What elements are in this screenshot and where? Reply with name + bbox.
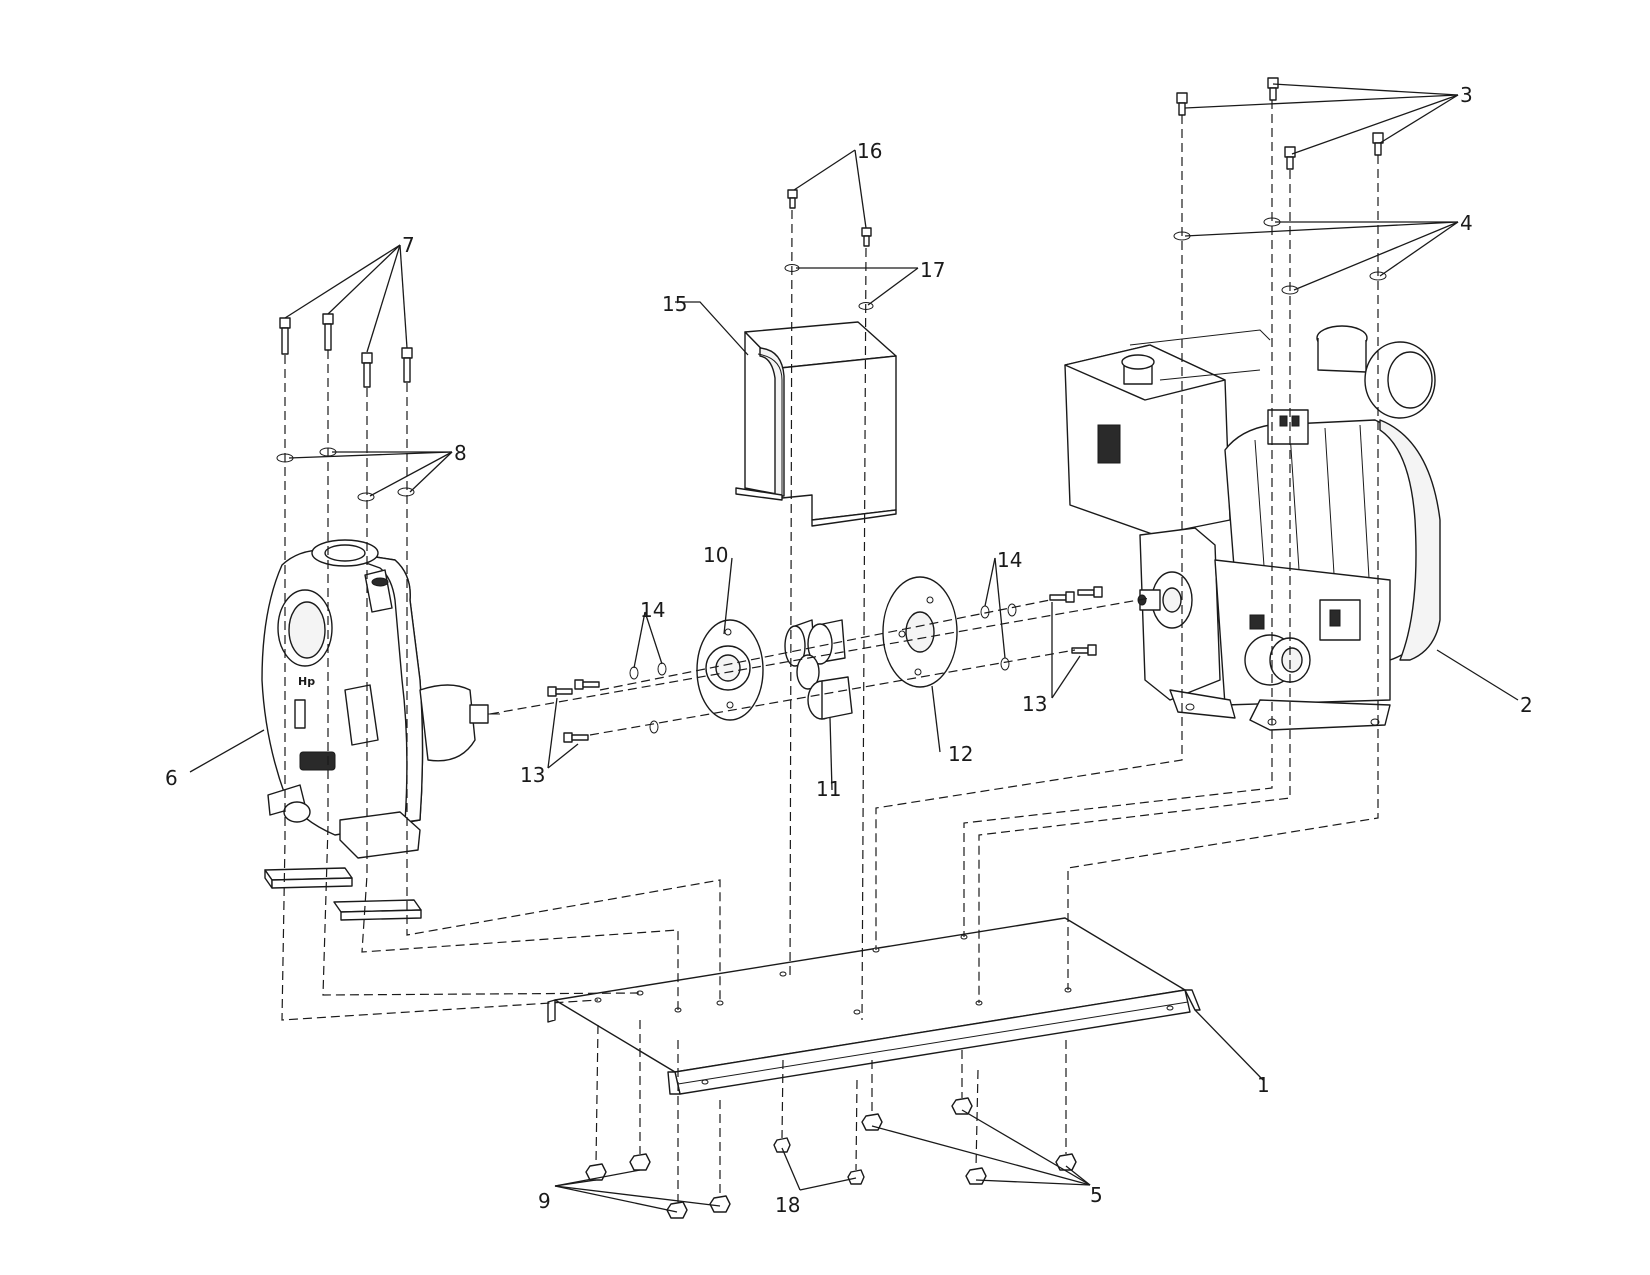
pump-body: Hp (261, 539, 500, 859)
engine-washers (1173, 217, 1387, 295)
pump-nuts (585, 1153, 731, 1219)
svg-text:Hp: Hp (298, 675, 315, 688)
coupling-bolts-pump-side (547, 679, 600, 743)
callout-3: 3 (1460, 83, 1473, 107)
pump-spacer-plates (264, 867, 422, 921)
callout-9: 9 (538, 1189, 551, 1213)
engine-coupling-hub (882, 576, 958, 688)
callout-2: 2 (1520, 693, 1533, 717)
callout-13-pump-side: 13 (520, 763, 545, 787)
callout-4: 4 (1460, 211, 1473, 235)
callout-14-engine-side: 14 (997, 548, 1022, 572)
engine-bolts (1176, 77, 1384, 170)
base-plate (547, 917, 1201, 1095)
callout-6: 6 (165, 766, 178, 790)
guard-screws (787, 189, 872, 247)
base-plate-holes (594, 934, 1174, 1085)
pump-coupling-hub (696, 619, 764, 721)
callout-leaders (189, 83, 1519, 1213)
callout-14-pump-side: 14 (640, 598, 665, 622)
callout-17: 17 (920, 258, 945, 282)
callout-labels: 1 2 3 4 5 6 7 8 9 10 11 12 13 13 14 14 1… (165, 83, 1533, 1217)
assembly-center-lines (281, 100, 1379, 1202)
engine-nuts (861, 1097, 1077, 1185)
callout-16: 16 (857, 139, 882, 163)
callout-7: 7 (402, 233, 415, 257)
callout-15: 15 (662, 292, 687, 316)
engine (1064, 325, 1441, 731)
pump-bolts (279, 313, 413, 388)
callout-12: 12 (948, 742, 973, 766)
callout-5: 5 (1090, 1183, 1103, 1207)
guard-washers (784, 264, 874, 310)
coupling-bolts-engine-side (1049, 586, 1103, 656)
callout-11: 11 (816, 777, 841, 801)
coupling-rubber-elements (784, 619, 853, 720)
guard-nuts (773, 1137, 865, 1185)
callout-18: 18 (775, 1193, 800, 1217)
callout-1: 1 (1257, 1073, 1270, 1097)
coupling-washers-engine-side (980, 603, 1017, 671)
callout-13-engine-side: 13 (1022, 692, 1047, 716)
callout-8: 8 (454, 441, 467, 465)
callout-10: 10 (703, 543, 728, 567)
coupling-guard (735, 321, 897, 527)
